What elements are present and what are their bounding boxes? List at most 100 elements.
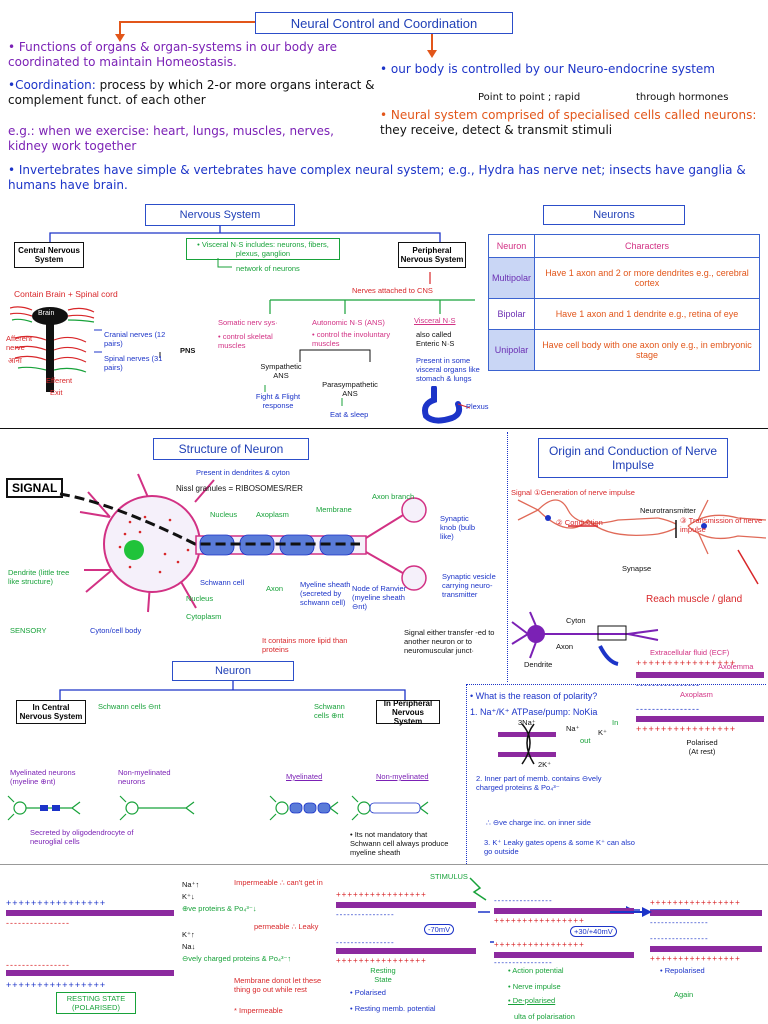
conduction-illustration	[508, 480, 768, 600]
autonomic-label: Autonomic N·S (ANS)	[312, 318, 385, 327]
nissl-label: Nissl granules = RIBOSOMES/RER	[176, 484, 303, 493]
functions-note: • Functions of organs & organ-systems in…	[8, 40, 348, 70]
again-label: Again	[674, 990, 693, 999]
plexus-label: Plexus	[466, 402, 489, 411]
na3-label: 3Na⁺	[518, 718, 536, 727]
secreted-by-note: Secreted by oligodendrocyte of neuroglia…	[30, 828, 140, 846]
table-row: Unipolar Have cell body with one axon on…	[489, 330, 760, 371]
ecf-label: Extracellular fluid (ECF)	[650, 648, 729, 657]
resting-na-up: Na⁺↑	[182, 880, 199, 889]
polarity-point-2b: ∴ ⊖ve charge inc. on inner side	[486, 818, 591, 827]
axon-membrane-bottom	[636, 716, 764, 722]
table-row: Multipolar Have 1 axon and 2 or more den…	[489, 258, 760, 299]
rest-mv-label: -70mV	[424, 924, 454, 935]
resting-k-up: K⁺↑	[182, 930, 195, 939]
eat-sleep-label: Eat & sleep	[330, 410, 368, 419]
fight-flight-label: Fight & Flight response	[250, 392, 306, 410]
through-hormones: through hormones	[636, 92, 728, 104]
polarised-bullet: • Polarised	[350, 988, 386, 997]
k-label: K⁺	[598, 728, 607, 737]
stage-arrows	[470, 900, 670, 960]
stage1-plus-bottom: ++++++++++++++++	[336, 956, 427, 965]
afferent-label: Afferent nerve	[6, 334, 42, 352]
row-neuron-name: Multipolar	[489, 258, 535, 299]
schwann-cell-label: Schwann cell	[200, 578, 244, 587]
polarised-rest-label: Polarised (At rest)	[682, 738, 722, 756]
resting-permeable: permeable ∴ Leaky	[254, 922, 318, 931]
neural-system-text: they receive, detect & transmit stimuli	[380, 123, 612, 137]
myelinated-cns-label: Myelinated neurons (myeline ⊕nt)	[10, 768, 82, 786]
non-myelinated-pns-label: Non-myelinated	[376, 772, 429, 781]
exit-label: Exit	[50, 388, 63, 397]
brain-label: Brain	[38, 310, 54, 317]
resting-potential-bullet: • Resting memb. potential	[350, 1004, 436, 1013]
visceral-desc: also called Enteric N·S	[416, 330, 476, 348]
signal-transfer-note: Signal either transfer -ed to another ne…	[404, 628, 500, 655]
generation-step: ①Generation of nerve impulse	[534, 488, 635, 497]
dotted-divider-vertical-2	[466, 684, 467, 864]
transmission-step: ③ Transmission of nerve impulse	[680, 516, 766, 534]
polarity-point-3: 3. K⁺ Leaky gates opens & some K⁺ can al…	[484, 838, 644, 856]
axon-branch-label: Axon branch	[372, 492, 414, 501]
section-divider	[0, 428, 768, 429]
neural-system-note: • Neural system comprised of specialised…	[380, 108, 765, 138]
table-col-neuron: Neuron	[489, 235, 535, 258]
in-cns-box: In Central Nervous System	[16, 700, 86, 724]
neurons-table: Neuron Characters Multipolar Have 1 axon…	[488, 234, 760, 371]
resting-membrane-bottom	[6, 970, 174, 976]
dendrite-label: Dendrite (little tree like structure)	[8, 568, 74, 586]
out-label: out	[580, 736, 590, 745]
depolarised-bullet: • De-polarised	[508, 996, 555, 1005]
coordination-note: •Coordination: process by which 2-or mor…	[8, 78, 378, 108]
row-neuron-desc: Have 1 axon and 2 or more dendrites e.g.…	[535, 258, 760, 299]
efferent-label: Efferent	[46, 376, 72, 385]
synapse-label: Synapse	[622, 564, 651, 573]
schwann-present-label: Schwann cells ⊕nt	[314, 702, 354, 720]
repolarised-bullet: • Repolarised	[660, 966, 705, 975]
coordination-label: •Coordination:	[8, 78, 96, 92]
resting-membrane-not: Membrane donot let these thing go out wh…	[234, 976, 334, 994]
resting-impermeable: Impermeable ∴ can't get in	[234, 878, 323, 887]
axoplasm-label-2: Axoplasm	[680, 690, 713, 699]
exercise-example: e.g.: when we exercise: heart, lungs, mu…	[8, 124, 358, 154]
polarity-point-1: 1. Na⁺/K⁺ ATPase/pump: NoKia	[470, 706, 597, 718]
cns-box: Central Nervous System	[14, 242, 84, 268]
visceral-label: Visceral N·S	[414, 316, 456, 325]
origin-header: Origin and Conduction of Nerve Impulse	[538, 438, 728, 478]
cns-contains: Contain Brain + Spinal cord	[14, 288, 118, 300]
table-col-characters: Characters	[535, 235, 760, 258]
axoplasm-label: Axoplasm	[256, 510, 289, 519]
in-pns-box: In Peripheral Nervous System	[376, 700, 440, 724]
stage1-minus-bottom: ----------------	[336, 938, 395, 947]
conduction-step: ② Conduction	[556, 518, 603, 527]
resting-minus-row-1: ----------------	[6, 918, 70, 928]
membrane-label: Membrane	[316, 505, 352, 514]
resting-membrane-top	[6, 910, 174, 916]
polarity-point-2: 2. Inner part of memb. contains ⊖vely ch…	[476, 774, 626, 792]
section-divider-2	[0, 864, 768, 865]
lipid-note: It contains more lipid than proteins	[262, 636, 348, 654]
sensory-label: SENSORY	[10, 626, 47, 635]
resting-minus-row-2: ----------------	[6, 960, 70, 970]
structure-header: Structure of Neuron	[153, 438, 309, 460]
point-to-point: Point to point ; rapid	[478, 92, 580, 104]
k2-label: 2K⁺	[538, 760, 551, 769]
stage1-minus-top: ----------------	[336, 910, 395, 919]
spinal-nerves-label: Spinal nerves (31 pairs)	[104, 354, 174, 372]
in-label: In	[612, 718, 618, 727]
cyton-label-2: Cyton	[566, 616, 586, 625]
neuron-type-illustrations	[0, 790, 470, 830]
dotted-divider-horizontal	[466, 684, 766, 685]
somatic-desc: • control skeletal muscles	[218, 332, 288, 350]
non-myelinated-cns-label: Non-myelinated neurons	[118, 768, 180, 786]
row-neuron-name: Bipolar	[489, 299, 535, 330]
invertebrates-note: • Invertebrates have simple & vertebrate…	[8, 163, 763, 193]
dendrite-label-2: Dendrite	[524, 660, 552, 669]
resting-pos-proteins: ⊕ve proteins & Po₄³⁻↓	[182, 904, 257, 913]
ulta-label: ulta of polarisation	[514, 1012, 575, 1021]
axon-membrane-top	[636, 672, 764, 678]
origin-signal-label: Signal	[511, 488, 532, 497]
neurotransmitter-label: Neurotransmitter	[640, 506, 696, 515]
not-mandatory-note: • Its not mandatory that Schwann cell al…	[350, 830, 460, 857]
resting-neg-proteins: ⊖vely charged proteins & Po₄³⁻↑	[182, 954, 291, 963]
